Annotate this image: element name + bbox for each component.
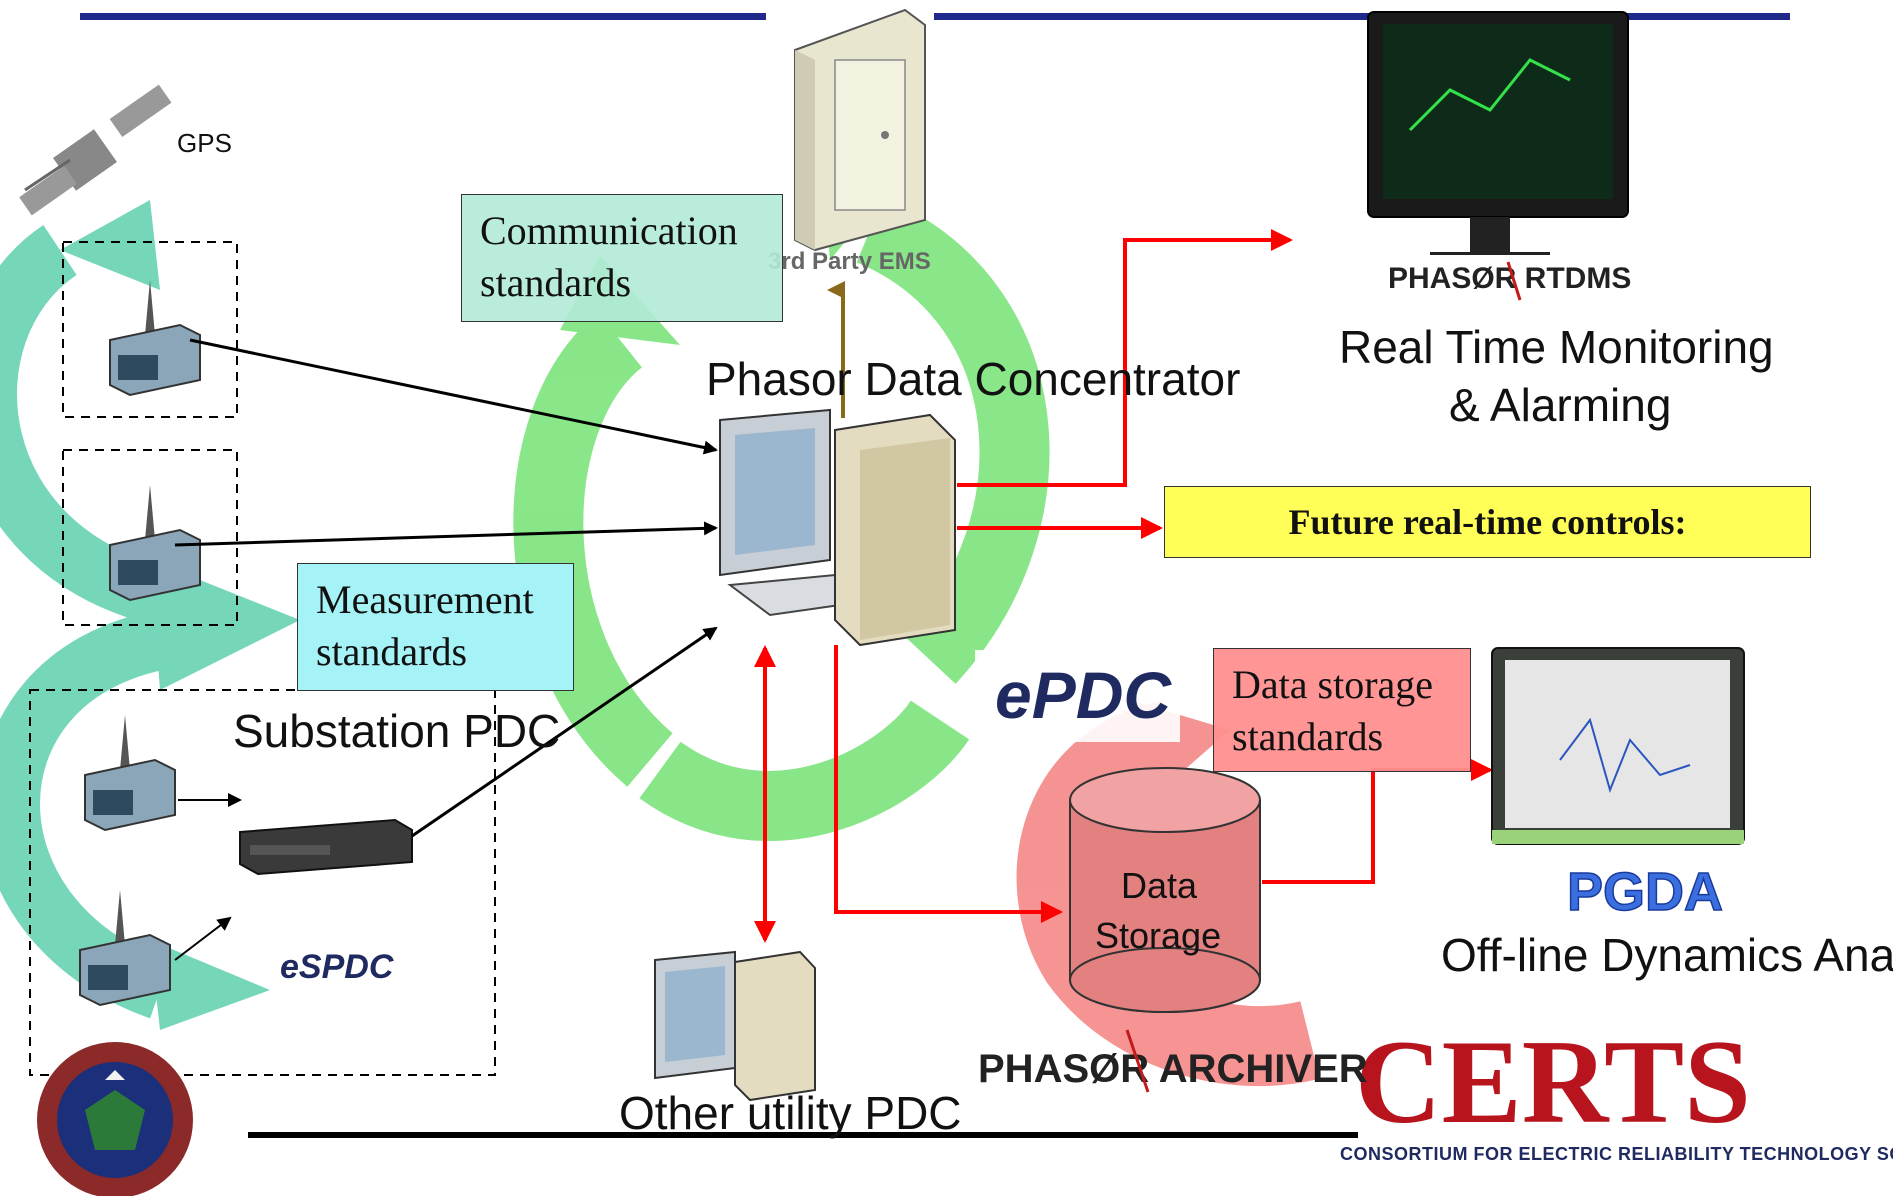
rtdms-monitor-icon bbox=[1367, 11, 1629, 264]
pmu-box-1 bbox=[62, 241, 238, 418]
arrow-rack-pdc bbox=[411, 626, 718, 838]
pgda-logo: PGDA bbox=[1567, 862, 1723, 922]
data-storage-label-2: Storage bbox=[1095, 915, 1222, 956]
data-storage-label-1: Data bbox=[1121, 865, 1198, 906]
epdc-logo: ePDC bbox=[975, 650, 1180, 742]
certs-logo: CERTS Consortium for Electric Reliabilit… bbox=[1340, 1015, 1893, 1164]
future-controls-text: Future real-time controls: bbox=[1288, 502, 1687, 542]
pmu-box-2 bbox=[62, 449, 238, 626]
arrow-pmu2-pdc bbox=[174, 521, 718, 547]
top-rule-left bbox=[80, 13, 766, 20]
pdc-title: Phasor Data Concentrator bbox=[706, 353, 1241, 405]
pgda-screen-icon bbox=[1491, 647, 1745, 845]
other-pdc-computer-icon bbox=[654, 950, 816, 1102]
meas-line2: standards bbox=[316, 629, 468, 674]
espdc-logo: eSPDC bbox=[280, 948, 394, 986]
ems-label: 3rd Party EMS bbox=[768, 248, 931, 275]
substation-pdc-label: Substation PDC bbox=[233, 705, 561, 757]
communication-standards-box: Communication standards bbox=[461, 194, 783, 322]
substation-pdc-rack bbox=[239, 818, 413, 876]
satellite-icon bbox=[19, 84, 172, 216]
pmu-device-2 bbox=[109, 485, 201, 602]
data-storage-standards-box: Data storage standards bbox=[1213, 648, 1471, 772]
comm-line2: standards bbox=[480, 260, 632, 305]
certs-logo-text: CERTS bbox=[1355, 1015, 1751, 1148]
substation-box bbox=[29, 689, 496, 1076]
top-rule-right bbox=[934, 13, 1790, 20]
data-storage-cylinder bbox=[1069, 767, 1261, 1013]
rtm-line2: & Alarming bbox=[1449, 379, 1672, 431]
arrow-pdc-storage bbox=[834, 645, 1063, 923]
pmu-device-3 bbox=[84, 715, 176, 832]
pmu-device-4 bbox=[79, 890, 171, 1007]
bottom-rule bbox=[248, 1132, 1358, 1138]
green-swirl-arrows bbox=[513, 150, 1050, 841]
comm-line1: Communication bbox=[480, 208, 738, 253]
arrow-pmu4-espdc bbox=[174, 916, 232, 961]
certs-tagline: Consortium for Electric Reliability Tech… bbox=[1340, 1144, 1893, 1164]
arrow-pdc-rtdms bbox=[957, 229, 1293, 487]
epdc-logo-text: ePDC bbox=[995, 658, 1172, 732]
other-utility-pdc-label: Other utility PDC bbox=[619, 1087, 962, 1139]
archiver-logo: PHASØR ARCHIVER bbox=[978, 1029, 1368, 1093]
storage-std-line2: standards bbox=[1232, 714, 1384, 759]
doe-seal-logo bbox=[37, 1042, 193, 1196]
storage-std-line1: Data storage bbox=[1232, 662, 1434, 707]
pdc-computer-icon bbox=[719, 408, 956, 647]
rtdms-logo: PHASØR RTDMS bbox=[1380, 255, 1655, 301]
measurement-standards-box: Measurement standards bbox=[297, 563, 574, 691]
arrow-storage-pgda bbox=[1262, 759, 1493, 884]
offline-dynamics-label: Off-line Dynamics Ana bbox=[1441, 929, 1893, 981]
arrow-pmu1-pdc bbox=[189, 338, 718, 455]
ems-server-icon bbox=[794, 8, 926, 252]
pmu-device-1 bbox=[109, 280, 201, 397]
rtm-line1: Real Time Monitoring bbox=[1339, 321, 1774, 373]
gps-label: GPS bbox=[177, 128, 232, 158]
future-controls-box: Future real-time controls: bbox=[1164, 486, 1811, 558]
archiver-logo-text: PHASØR ARCHIVER bbox=[978, 1047, 1368, 1091]
meas-line1: Measurement bbox=[316, 577, 534, 622]
